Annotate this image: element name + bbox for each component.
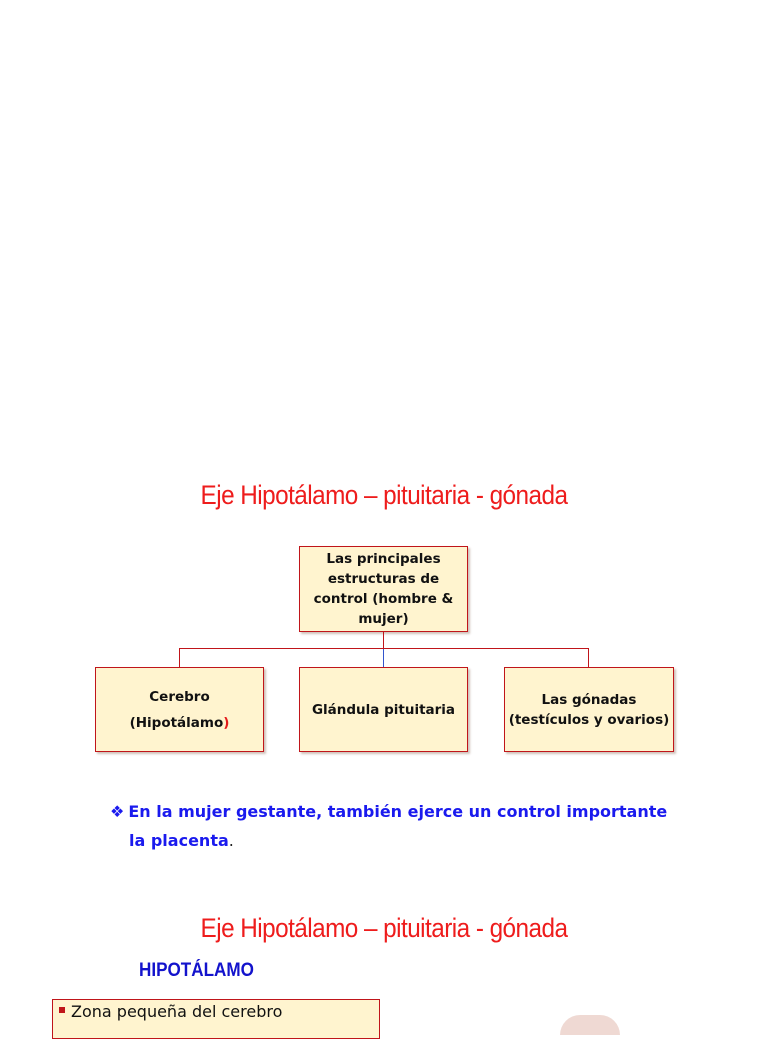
slide1-title: Eje Hipotálamo – pituitaria - gónada <box>200 480 568 510</box>
decorative-image <box>560 1015 620 1035</box>
hipotalamo-info-box: Zona pequeña del cerebro <box>52 999 380 1039</box>
hipotalamo-subheading: HIPOTÁLAMO <box>139 960 254 981</box>
note-line-2: la placenta <box>129 831 229 850</box>
gonadas-box: Las gónadas (testículos y ovarios) <box>504 667 674 752</box>
square-bullet-icon <box>59 1007 65 1013</box>
hipotalamo-label: (Hipotálamo) <box>129 714 230 731</box>
note-line-1: En la mujer gestante, también ejerce un … <box>128 802 668 821</box>
slide2-title: Eje Hipotálamo – pituitaria - gónada <box>200 913 568 943</box>
pituitaria-box: Glándula pituitaria <box>299 667 468 752</box>
root-structure-box: Las principales estructuras de control (… <box>299 546 468 632</box>
gonadas-detail: (testículos y ovarios) <box>508 711 670 728</box>
root-structure-label: Las principales estructuras de control (… <box>313 551 454 627</box>
pituitaria-label: Glándula pituitaria <box>311 701 456 718</box>
connector-middle-down <box>383 649 384 667</box>
cerebro-label: Cerebro <box>149 688 210 705</box>
connector-horizontal <box>179 648 589 649</box>
diamond-bullet-icon: ❖ <box>110 802 125 821</box>
gonadas-label: Las gónadas <box>541 691 637 708</box>
cerebro-box: Cerebro (Hipotálamo) <box>95 667 264 752</box>
info-item: Zona pequeña del cerebro <box>71 1002 283 1021</box>
connector-left-down <box>179 648 180 667</box>
placenta-note: ❖En la mujer gestante, también ejerce un… <box>110 802 668 850</box>
connector-right-down <box>588 648 589 667</box>
connector-root-down <box>383 632 384 648</box>
